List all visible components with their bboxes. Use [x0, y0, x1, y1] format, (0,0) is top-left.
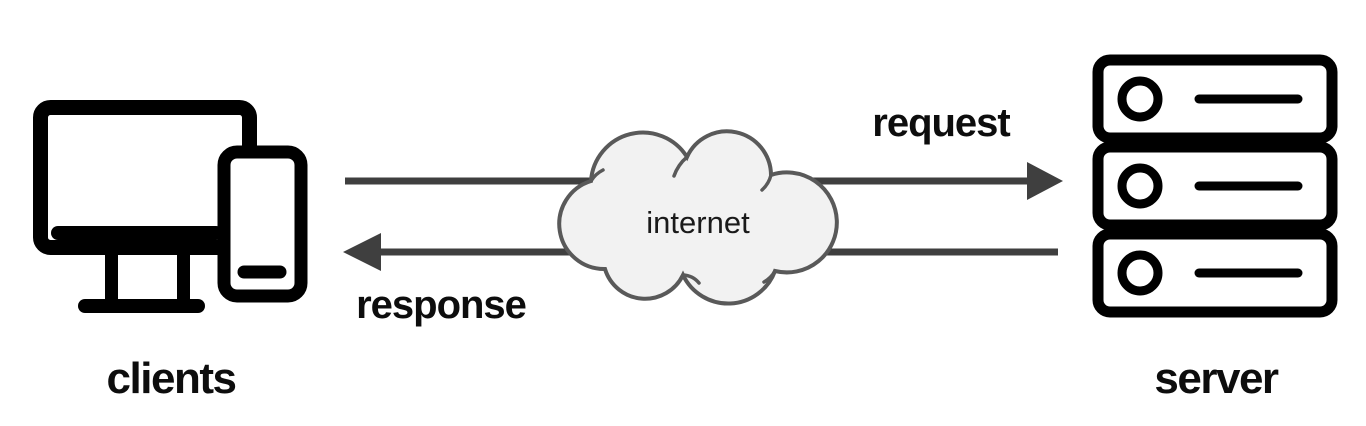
server-indicator-icon — [1117, 163, 1163, 209]
desktop-and-phone-icon — [33, 100, 308, 313]
server-unit — [1092, 141, 1338, 231]
request-label: request — [872, 101, 1010, 145]
server-indicator-icon — [1117, 76, 1163, 122]
server-stack-icon — [1092, 54, 1338, 318]
server-label: server — [1154, 354, 1279, 403]
request-arrowhead-icon — [1027, 162, 1063, 200]
clients-label: clients — [106, 354, 237, 403]
cloud-icon — [557, 129, 839, 306]
server-unit — [1092, 228, 1338, 318]
server-unit — [1092, 54, 1338, 144]
response-arrowhead-icon — [343, 233, 381, 271]
response-label: response — [356, 283, 527, 327]
cloud-inner-curls — [589, 155, 777, 285]
internet-label: internet — [646, 205, 750, 240]
phone-icon — [217, 145, 308, 303]
server-indicator-icon — [1117, 250, 1163, 296]
